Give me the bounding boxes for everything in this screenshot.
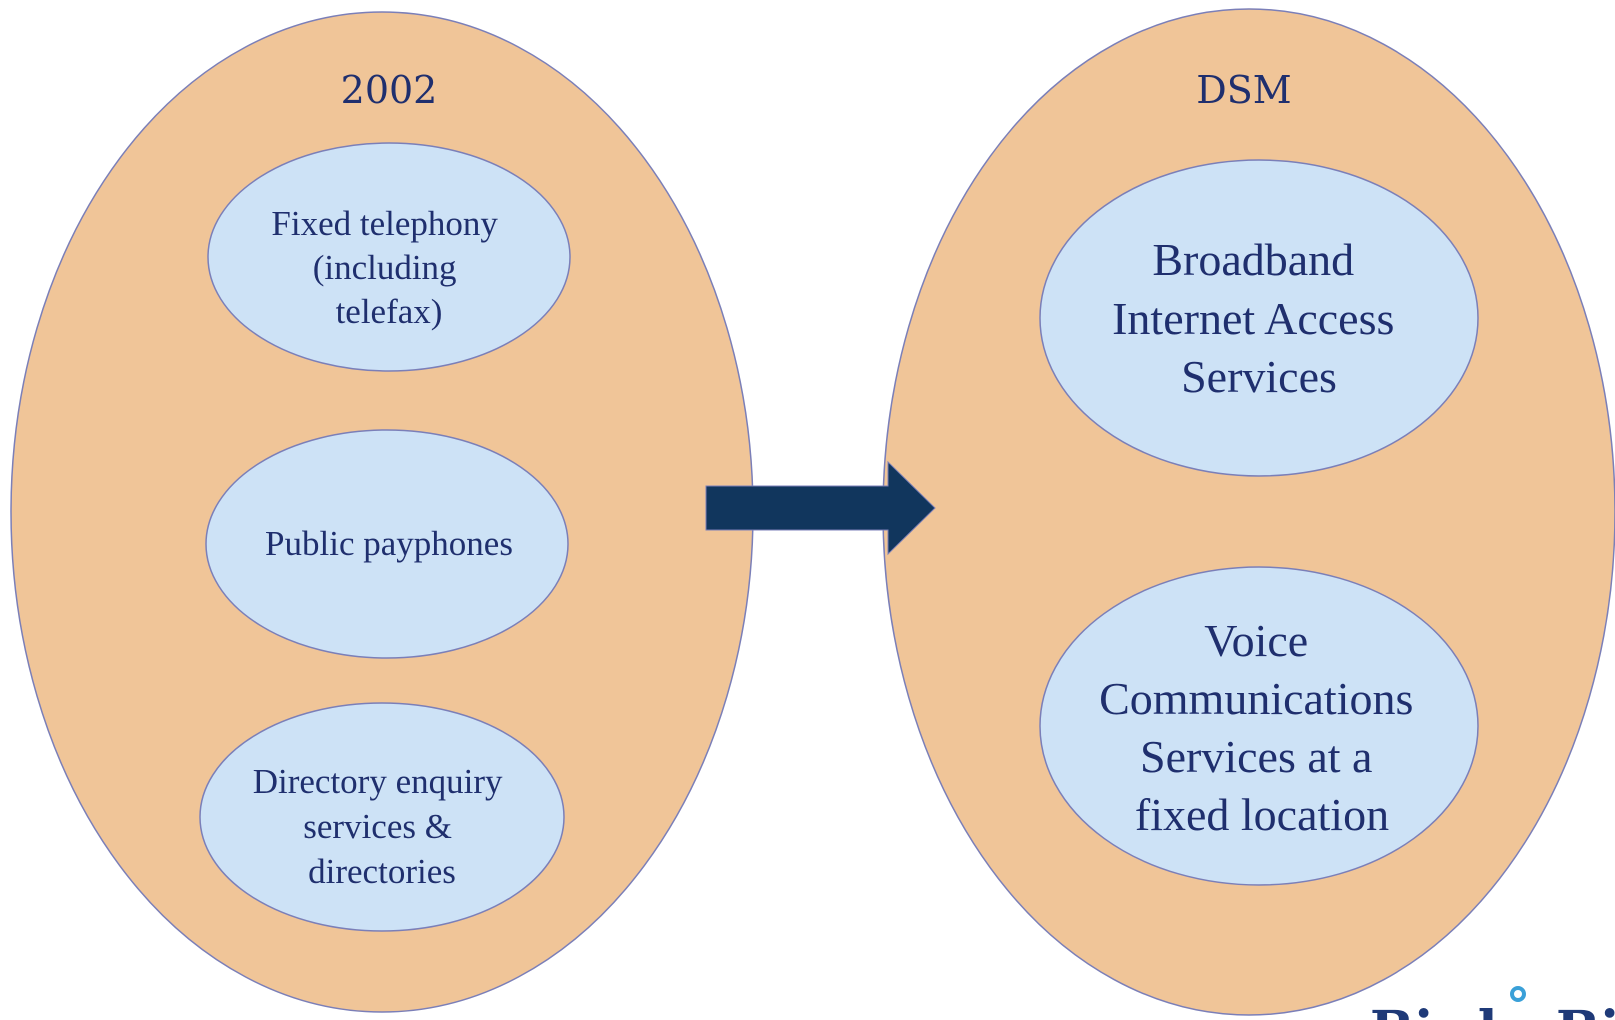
logo-text: Bird [1370, 1000, 1497, 1020]
logo-mark-icon [1510, 986, 1526, 1002]
left-group: 2002 Fixed telephony (including telefax)… [10, 11, 754, 1013]
right-item-voice-communications: Voice Communications Services at a fixed… [1039, 566, 1479, 886]
left-item-label: Directory enquiry services & directories [253, 762, 512, 891]
right-item-ellipse [1039, 159, 1479, 477]
right-item-broadband: Broadband Internet Access Services [1039, 159, 1479, 477]
right-item-ellipse [1039, 566, 1479, 886]
left-item-ellipse [199, 702, 565, 932]
right-item-label: Broadband Internet Access Services [1112, 234, 1406, 402]
left-group-title: 2002 [341, 68, 438, 112]
left-item-ellipse [205, 429, 569, 659]
left-item-public-payphones: Public payphones [205, 429, 569, 659]
right-group: DSM Broadband Internet Access Services V… [882, 8, 1615, 1016]
right-item-label: Voice Communications Services at a fixed… [1099, 615, 1425, 840]
transition-arrow [705, 460, 936, 556]
logo-text-second: Bi [1556, 1000, 1615, 1020]
left-item-fixed-telephony: Fixed telephony (including telefax) [207, 142, 571, 372]
right-group-title: DSM [1196, 68, 1291, 112]
brand-logo: Bird Bi [1370, 986, 1615, 1020]
left-item-label: Fixed telephony (including telefax) [271, 204, 506, 331]
left-item-ellipse [207, 142, 571, 372]
left-item-directory-enquiry: Directory enquiry services & directories [199, 702, 565, 932]
left-item-label: Public payphones [265, 524, 513, 563]
